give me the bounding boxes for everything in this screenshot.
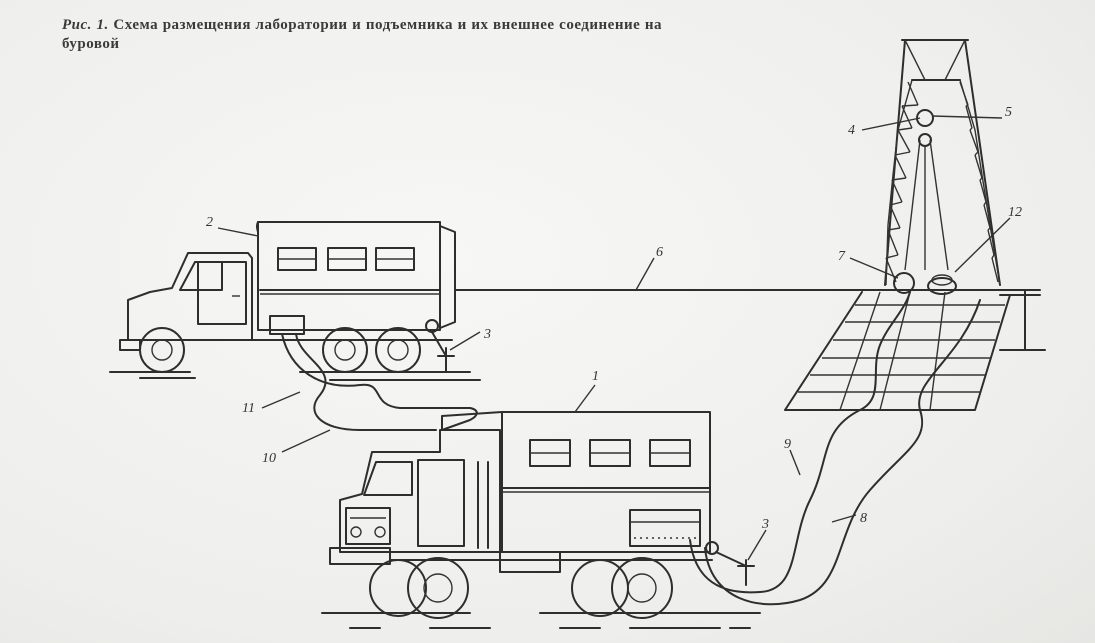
label-11: 11	[242, 401, 255, 416]
leader-lines	[218, 116, 1010, 560]
drilling-derrick	[785, 40, 1045, 410]
label-7: 7	[838, 249, 846, 264]
label-10: 10	[262, 451, 276, 466]
label-5: 5	[1005, 105, 1012, 120]
derrick-cables	[690, 292, 980, 604]
label-8: 8	[860, 511, 867, 526]
label-9: 9	[784, 437, 791, 452]
label-6: 6	[656, 245, 663, 260]
number-labels: 2 1 3 3 4 5 6 7 8 9 10 11 12	[206, 105, 1022, 532]
label-2: 2	[206, 215, 213, 230]
label-3-lab: 3	[761, 517, 769, 532]
ground-lines	[110, 372, 760, 628]
label-1: 1	[592, 369, 599, 384]
label-12: 12	[1008, 205, 1022, 220]
grounding-stake-hoist	[432, 332, 454, 372]
grounding-stake-laboratory	[716, 552, 754, 585]
laboratory-truck	[330, 412, 718, 618]
label-3-hoist: 3	[483, 327, 491, 342]
label-4: 4	[848, 123, 855, 138]
